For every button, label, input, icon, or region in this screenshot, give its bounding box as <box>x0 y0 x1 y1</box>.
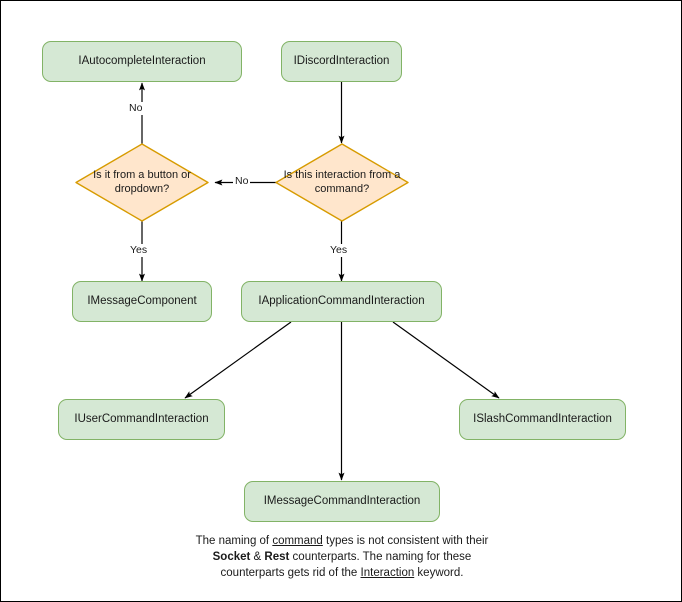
edge-label-no-button-question: No <box>233 175 251 188</box>
edge-appcommand-to-usercommand <box>184 321 292 399</box>
node-message-command-interaction[interactable]: IMessageCommandInteraction <box>244 481 440 522</box>
node-slash-command-interaction[interactable]: ISlashCommandInteraction <box>459 399 626 440</box>
caption-line-3-part-b: keyword. <box>414 567 464 579</box>
edge-label-yes-messagecomponent: Yes <box>128 244 150 257</box>
node-discord-interaction-label: IDiscordInteraction <box>293 55 390 68</box>
diagram-caption: The naming of command types is not consi… <box>142 533 542 581</box>
node-slash-command-interaction-label: ISlashCommandInteraction <box>473 413 612 426</box>
caption-line-3: counterparts gets rid of the Interaction… <box>142 565 542 581</box>
edge-label-no-autocomplete: No <box>127 102 145 115</box>
node-message-component-label: IMessageComponent <box>87 295 197 308</box>
caption-line-2: Socket & Rest counterparts. The naming f… <box>142 549 542 565</box>
node-user-command-interaction-label: IUserCommandInteraction <box>74 413 209 426</box>
caption-line-2-part-c: counterparts. The naming for these <box>289 551 472 563</box>
node-autocomplete-interaction[interactable]: IAutocompleteInteraction <box>42 41 242 82</box>
node-user-command-interaction[interactable]: IUserCommandInteraction <box>58 399 225 440</box>
caption-keyword-rest: Rest <box>264 551 290 563</box>
caption-keyword-interaction: Interaction <box>360 567 415 579</box>
caption-line-1-part-b: types is not consistent with their <box>322 535 489 547</box>
edge-appcommand-to-slashcommand <box>392 321 500 399</box>
caption-keyword-socket: Socket <box>212 551 251 563</box>
node-discord-interaction[interactable]: IDiscordInteraction <box>281 41 402 82</box>
node-application-command-interaction-label: IApplicationCommandInteraction <box>258 295 425 308</box>
node-button-or-dropdown-question[interactable]: Is it from a button or dropdown? <box>75 143 209 222</box>
node-autocomplete-interaction-label: IAutocompleteInteraction <box>78 55 206 68</box>
caption-line-3-part-a: counterparts gets rid of the <box>220 567 361 579</box>
node-message-command-interaction-label: IMessageCommandInteraction <box>263 495 421 508</box>
caption-line-2-amp: & <box>250 551 265 563</box>
node-command-question-label: Is this interaction from a command? <box>283 169 401 195</box>
caption-line-1-part-a: The naming of <box>195 535 273 547</box>
node-application-command-interaction[interactable]: IApplicationCommandInteraction <box>241 281 442 322</box>
node-button-or-dropdown-question-label: Is it from a button or dropdown? <box>93 169 191 195</box>
node-command-question[interactable]: Is this interaction from a command? <box>275 143 409 222</box>
node-message-component[interactable]: IMessageComponent <box>72 281 212 322</box>
edge-label-yes-appcommand: Yes <box>328 244 350 257</box>
caption-line-1: The naming of command types is not consi… <box>142 533 542 549</box>
caption-keyword-command: command <box>272 535 323 547</box>
